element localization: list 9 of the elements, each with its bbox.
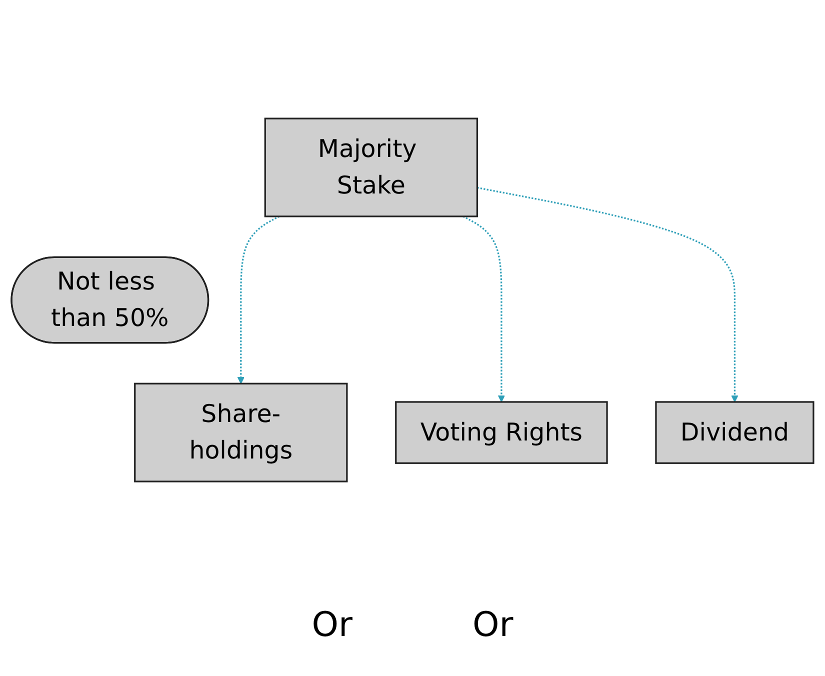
- arrow: [477, 186, 738, 402]
- node-box: Majority Stake: [264, 118, 478, 218]
- arrow: [462, 216, 506, 402]
- node-box: Share-holdings: [134, 382, 348, 482]
- arrow: [237, 216, 280, 384]
- connector-word: Or: [472, 605, 514, 645]
- node-box: Dividend: [655, 401, 814, 464]
- node-box: Voting Rights: [395, 401, 608, 464]
- connector-word: Or: [312, 605, 352, 645]
